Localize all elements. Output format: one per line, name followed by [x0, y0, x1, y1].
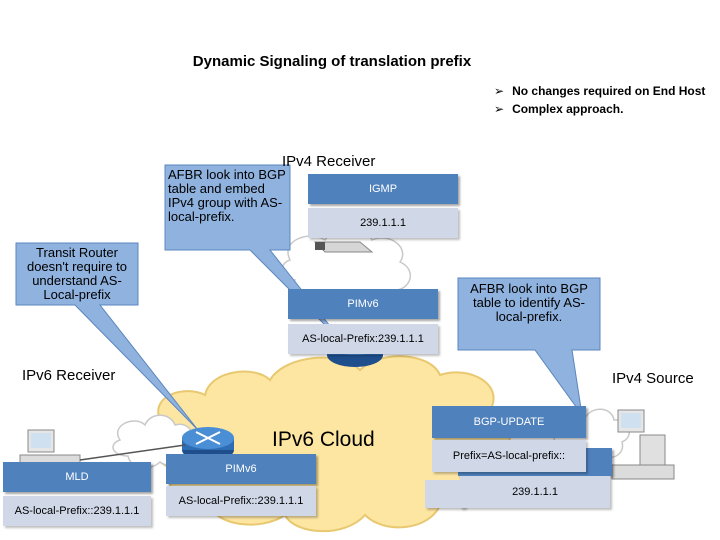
callout-afbr-right-shape [457, 277, 601, 416]
ipv4-source-label: IPv4 Source [612, 370, 694, 387]
bullet-item: ➢No changes required on End Host [494, 84, 706, 98]
callout-afbr-top-text: AFBR look into BGP table and embed IPv4 … [168, 167, 286, 224]
page-title: Dynamic Signaling of translation prefix [192, 53, 472, 70]
pim-bottom-value: AS-local-Prefix::239.1.1.1 [166, 486, 316, 516]
igmp-value: 239.1.1.1 [308, 208, 458, 238]
ipv6-receiver-label: IPv6 Receiver [22, 367, 116, 384]
pc-icon-left [19, 429, 81, 466]
link-line [79, 444, 186, 461]
ipv6-cloud-label: IPv6 Cloud [272, 428, 375, 451]
bullet-item: ➢Complex approach. [494, 102, 624, 116]
mld-header: MLD [3, 462, 151, 492]
callout-transit-shape [15, 242, 199, 431]
pim-bottom-header: PIMv6 [166, 454, 316, 484]
bgp-prefix: Prefix=AS-local-prefix:: [432, 440, 586, 472]
ipv4-receiver-label: IPv4 Receiver [282, 153, 376, 170]
pim-top-header: PIMv6 [288, 289, 438, 319]
pc-icon-right [611, 409, 675, 480]
host-icon-top [313, 241, 374, 253]
callout-afbr-right-text: AFBR look into BGP table to identify AS-… [470, 281, 588, 324]
igmp-header: IGMP [308, 174, 458, 204]
mld-value: AS-local-Prefix::239.1.1.1 [3, 496, 151, 526]
pim-top-value: AS-local-Prefix:239.1.1.1 [288, 324, 438, 354]
bgp-header: BGP-UPDATE [432, 406, 586, 438]
bgp-back-value [425, 480, 465, 508]
callout-transit-text: Transit Router doesn't require to unders… [26, 245, 128, 302]
bgp-group: 239.1.1.1 [460, 476, 610, 508]
